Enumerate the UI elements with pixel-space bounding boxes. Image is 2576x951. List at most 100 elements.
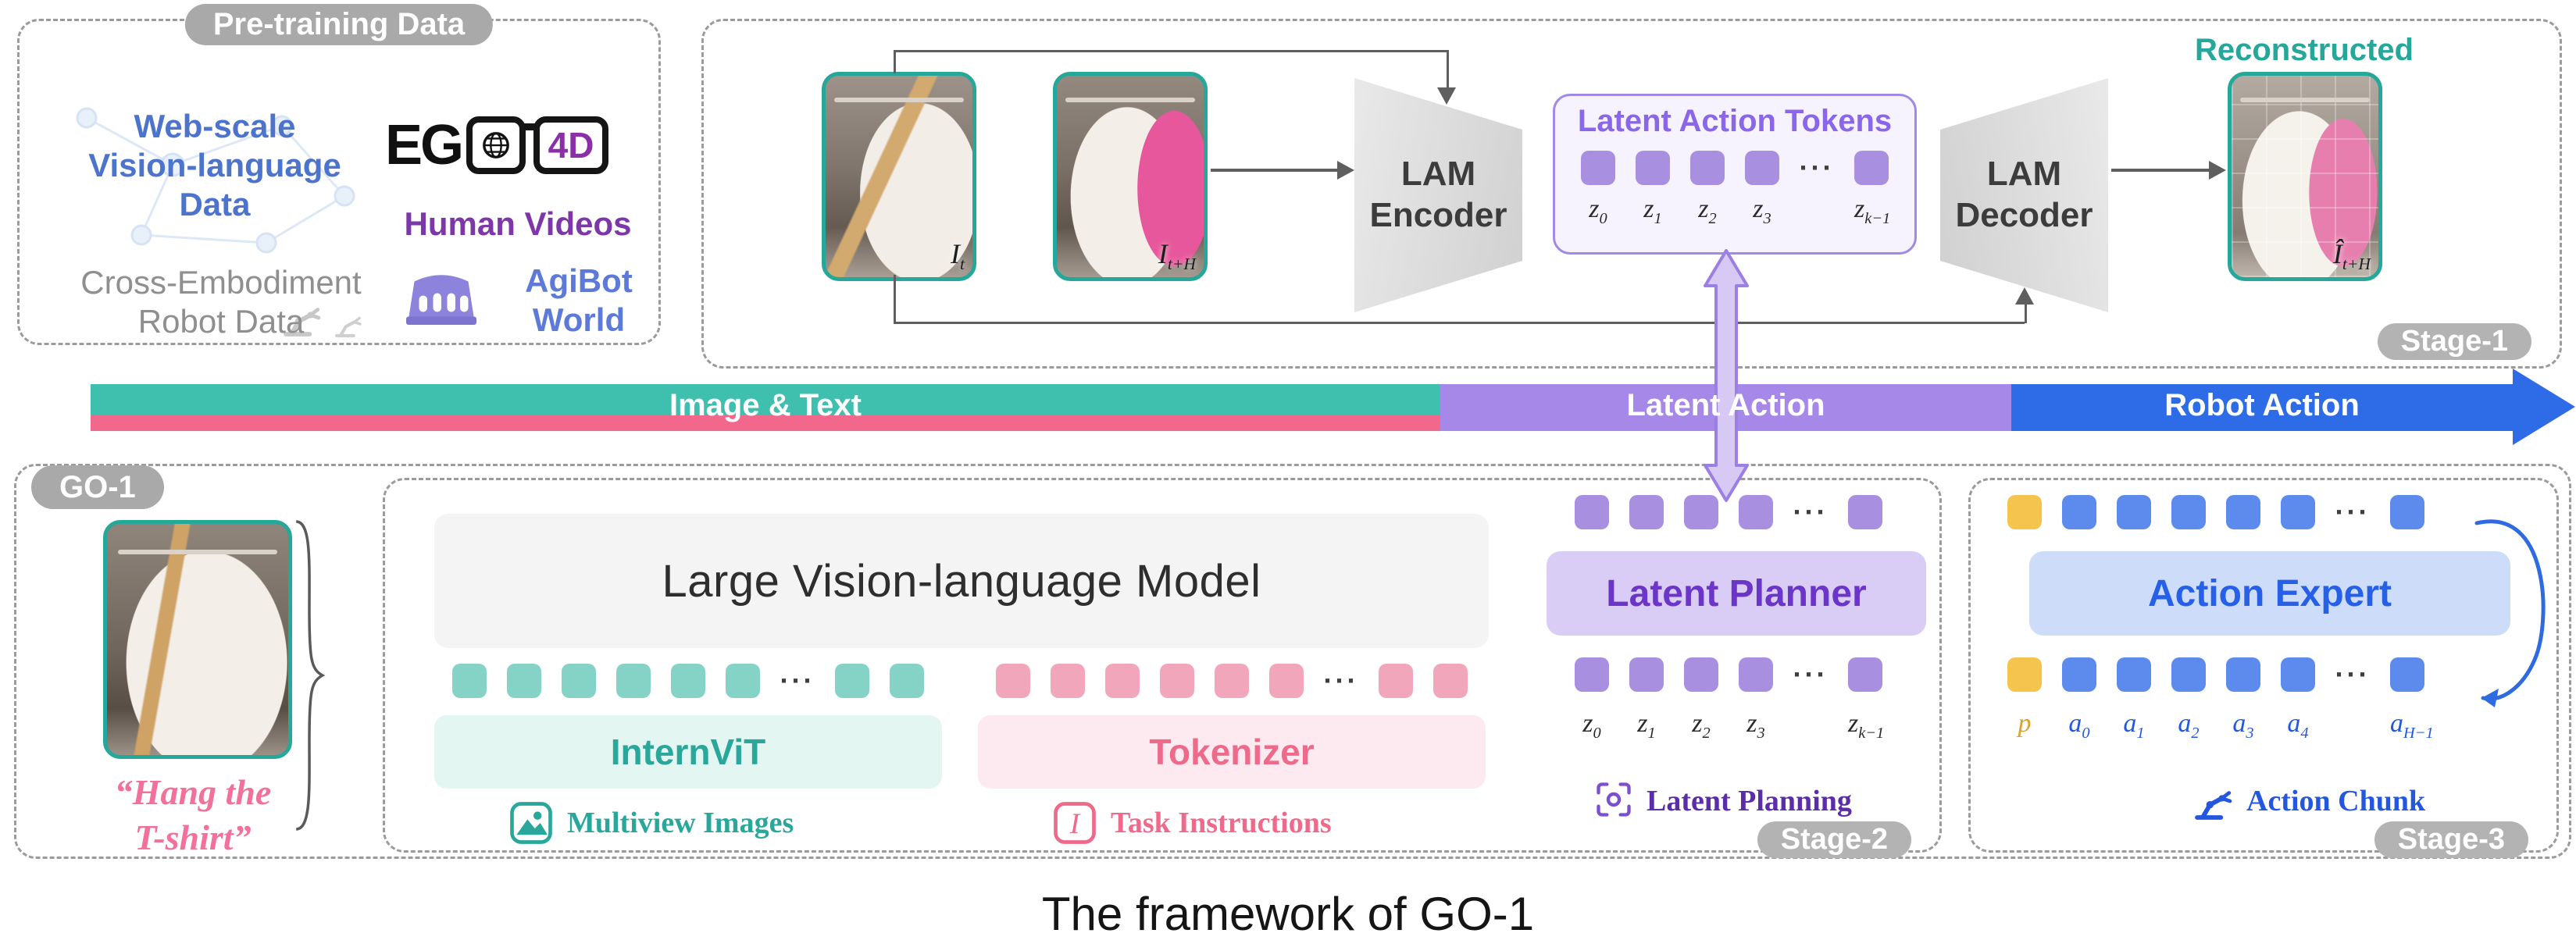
token-square	[507, 664, 541, 698]
ellipsis: ···	[780, 664, 815, 696]
bar-arrowhead	[2513, 369, 2575, 445]
network-decoration	[76, 107, 355, 254]
vlm-block: Large Vision-language Model	[434, 514, 1489, 648]
latent-planner-block: Latent Planner	[1547, 551, 1926, 636]
globe-icon	[466, 116, 526, 174]
token-square	[1848, 657, 1882, 692]
bar-image-text-underline	[91, 415, 1440, 431]
token-square	[1745, 151, 1779, 185]
pretraining-data-box: Pre-training Data Web-scale Vision-langu…	[17, 4, 661, 345]
token-square	[1739, 495, 1773, 529]
token-square	[1581, 151, 1615, 185]
task-instructions-icon: I	[1054, 802, 1096, 844]
token-label	[1800, 194, 1834, 228]
bar-robot-action-segment	[2011, 384, 2513, 431]
connector-line	[894, 50, 1447, 52]
token-label: zk−1	[1854, 194, 1891, 227]
colosseum-icon	[406, 275, 476, 325]
tokenizer-block: Tokenizer	[978, 715, 1486, 789]
stage3-pill: Stage-3	[2374, 821, 2528, 858]
token-square	[1160, 664, 1194, 698]
token-label	[2335, 709, 2370, 743]
reconstructed-frame-image: Ît+H	[2228, 72, 2382, 281]
token-square	[2007, 495, 2042, 529]
frame-image-t-plus-h: It+H	[1053, 72, 1208, 281]
token-label: aH−1	[2390, 709, 2434, 742]
token-square	[1629, 495, 1664, 529]
token-label: z0	[1582, 709, 1601, 742]
token-square	[1433, 664, 1468, 698]
robot-arm-silhouette-icon	[284, 308, 321, 337]
token-label	[1793, 709, 1828, 743]
token-label: a2	[2178, 709, 2200, 742]
ego4d-logo: EG 4D	[385, 113, 609, 177]
ellipsis: ···	[1799, 151, 1835, 183]
glasses-bridge	[523, 123, 537, 130]
token-label: z1	[1643, 194, 1662, 227]
token-label: a1	[2123, 709, 2145, 742]
svg-text:I: I	[1069, 808, 1081, 840]
token-square	[2062, 657, 2096, 692]
token-square	[1105, 664, 1140, 698]
robot-arm-silhouette-icon	[334, 316, 362, 338]
latent-planning-label: Latent Planning	[1647, 785, 1852, 817]
token-label: p	[2018, 709, 2032, 738]
action-chunk-icon	[2195, 791, 2232, 820]
connector-line	[894, 50, 896, 73]
reconstructed-math-label: Ît+H	[2332, 237, 2371, 273]
ego4d-text-4d: 4D	[533, 116, 609, 174]
token-square	[1629, 657, 1664, 692]
latent-planning-icon	[1597, 782, 1631, 817]
token-square	[2117, 495, 2151, 529]
token-label: a0	[2068, 709, 2090, 742]
token-square	[2390, 495, 2424, 529]
text-token-row: ···	[996, 664, 1468, 698]
bar-label-robot-action: Robot Action	[2164, 388, 2360, 422]
arrowhead-up	[2015, 287, 2034, 305]
token-label: z3	[1753, 194, 1771, 227]
latent-planner-token-row-bottom: ···	[1575, 657, 1882, 692]
ellipsis: ···	[2335, 658, 2371, 690]
stage1-pill: Stage-1	[2377, 323, 2531, 360]
token-label: zk−1	[1848, 709, 1885, 742]
bar-label-image-text: Image & Text	[669, 388, 862, 422]
token-square	[726, 664, 760, 698]
pretraining-data-pill: Pre-training Data	[184, 4, 494, 45]
bar-image-text-segment	[91, 384, 1440, 415]
ellipsis: ···	[1793, 496, 1829, 528]
token-square	[671, 664, 705, 698]
token-label: a3	[2232, 709, 2254, 742]
token-square	[1848, 495, 1882, 529]
token-label: a4	[2287, 709, 2309, 742]
connector-line	[1447, 50, 1449, 87]
multiview-images-icon	[510, 802, 552, 844]
latent-action-tokens-title: Latent Action Tokens	[1577, 104, 1893, 138]
token-square	[1684, 495, 1718, 529]
curly-brace	[291, 518, 328, 832]
latent-token-row: ···	[1581, 151, 1889, 185]
recurrence-loop-arrow	[2474, 519, 2546, 707]
frame-t-math-label: It	[951, 237, 965, 273]
token-square	[1269, 664, 1304, 698]
task-instruction-text: “Hang the T-shirt”	[114, 772, 272, 857]
ellipsis: ···	[1793, 658, 1829, 690]
token-square	[2007, 657, 2042, 692]
connector-line	[894, 275, 896, 323]
token-square	[2117, 657, 2151, 692]
action-token-row-top: ···	[2007, 495, 2424, 529]
go1-box	[14, 464, 2571, 859]
task-instructions-label: Task Instructions	[1111, 807, 1332, 839]
token-label: z3	[1746, 709, 1765, 742]
cross-embodiment-label: Cross-Embodiment Robot Data	[80, 264, 362, 340]
connector-line	[894, 322, 2025, 324]
figure-caption: The framework of GO-1	[1041, 888, 1535, 940]
image-token-row: ···	[452, 664, 924, 698]
latent-planner-token-row-top: ···	[1575, 495, 1882, 529]
connector-line	[2025, 305, 2027, 323]
connector-line	[1211, 169, 1342, 172]
token-label: z1	[1637, 709, 1656, 742]
token-square	[2281, 495, 2315, 529]
